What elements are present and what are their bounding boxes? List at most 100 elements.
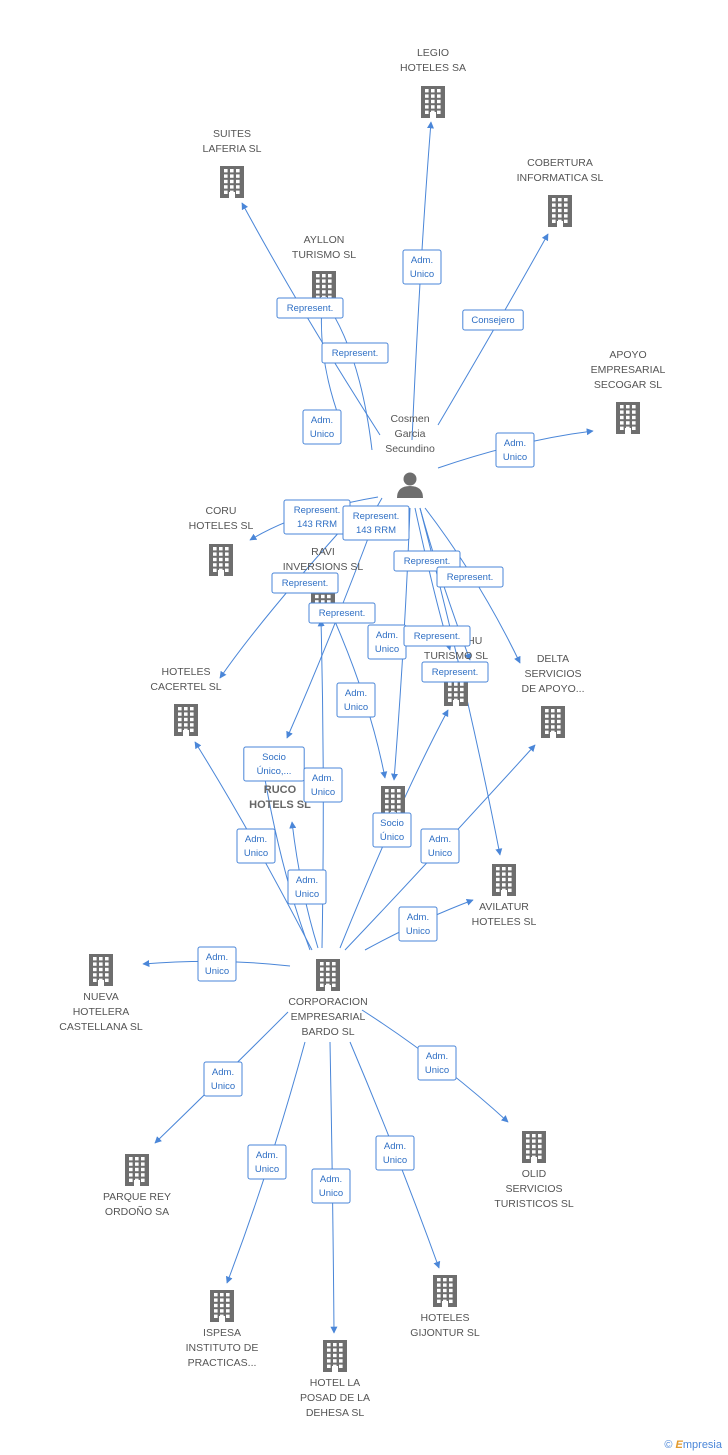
edge-label-cosmen-ruco[interactable]: Represent. [308, 602, 376, 624]
node-label: SECOGAR SL [594, 379, 662, 391]
edge-label-text: Unico [344, 702, 368, 713]
edge-label-box [417, 1045, 457, 1081]
node-label: POSAD DE LA [300, 1392, 370, 1404]
edge-labels-layer: Adm.UnicoConsejeroRepresent.Represent.Ad… [197, 249, 535, 1204]
building-icon [89, 954, 113, 986]
edge-label-cosmen-delta[interactable]: Represent. [436, 566, 504, 588]
node-label: SERVICIOS [525, 668, 582, 680]
edge-label-box [336, 682, 376, 718]
edge-label-bardo-delta[interactable]: Adm.Unico [420, 828, 460, 864]
node-label: COBERTURA [527, 157, 593, 169]
edge-label-cosmen-avilatur[interactable]: Represent. [403, 625, 471, 647]
edge-label-cosmen-cachu[interactable]: Represent. [393, 550, 461, 572]
node-cacertel[interactable]: HOTELES CACERTEL SL [150, 666, 222, 736]
edge-label-box [236, 828, 276, 864]
edge-label-cosmen-lic[interactable]: Adm.Unico [367, 624, 407, 660]
edge-label-bardo-ravi[interactable]: Adm.Unico [303, 767, 343, 803]
edge-label-box [462, 309, 524, 331]
edge-label-box [342, 505, 410, 541]
node-label: LAFERIA SL [203, 143, 262, 155]
edge-label-bardo-ruco[interactable]: Adm.Unico [287, 869, 327, 905]
node-label: HOTELES [161, 666, 210, 678]
node-label: CACERTEL SL [150, 681, 221, 693]
building-icon [210, 1290, 234, 1322]
edge-label-cosmen-cacertel[interactable]: Represent. [271, 572, 339, 594]
edge-label-cosmen-coru[interactable]: Represent.143 RRM [283, 499, 351, 535]
node-label: AVILATUR [479, 901, 529, 913]
edge-label-bardo-olid[interactable]: Adm.Unico [417, 1045, 457, 1081]
edge-label-cosmen-suites[interactable]: Represent. [276, 297, 344, 319]
edge-label-cosmen-lic[interactable]: Adm. Unico [336, 682, 376, 718]
edge-label-box [375, 1135, 415, 1171]
edge-label-text: Adm. [245, 834, 267, 845]
edge-label-text: Adm. [504, 438, 526, 449]
edge-label-cosmen-apoyo[interactable]: Adm.Unico [495, 432, 535, 468]
building-icon [421, 86, 445, 118]
edge-label-bardo-avilatur[interactable]: Adm.Unico [398, 906, 438, 942]
node-label: Secundino [385, 443, 435, 455]
edge-label-text: Represent. [332, 348, 378, 359]
edge-label-cosmen-cobertura[interactable]: Consejero [462, 309, 524, 331]
edge-label-text: Represent. [432, 667, 478, 678]
edge-label-text: Adm. [320, 1174, 342, 1185]
edge-label-cosmen-ayllon[interactable]: Adm. Unico [302, 409, 342, 445]
edge-label-cosmen-ayllon[interactable]: Represent. [321, 342, 389, 364]
node-label: HOTELES SL [189, 520, 254, 532]
edge-label-text: Adm. [407, 912, 429, 923]
edge-label-bardo-ruco[interactable]: SocioÚnico,... [243, 746, 305, 782]
edge-label-bardo-cacertel[interactable]: Adm. Unico [236, 828, 276, 864]
node-label: OLID [522, 1168, 547, 1180]
building-icon [492, 864, 516, 896]
edge-label-text: Adm. [311, 415, 333, 426]
edge-label-cosmen-ravi[interactable]: Represent.143 RRM [342, 505, 410, 541]
edge-label-text: Unico [383, 1155, 407, 1166]
edge-label-text: Represent. [282, 578, 328, 589]
edge-label-text: 143 RRM [297, 519, 337, 530]
edge-label-text: Represent. [447, 572, 493, 583]
edge-label-bardo-ispesa[interactable]: Adm.Unico [247, 1144, 287, 1180]
edge-label-box [303, 767, 343, 803]
edge-label-cosmen-legio[interactable]: Adm.Unico [402, 249, 442, 285]
edge-label-box [271, 572, 339, 594]
node-cobertura[interactable]: COBERTURA INFORMATICA SL [517, 157, 604, 227]
edge-label-bardo-posada[interactable]: Adm.Unico [311, 1168, 351, 1204]
edge-label-text: Adm. [345, 688, 367, 699]
edge-label-text: Unico [428, 848, 452, 859]
edge-label-text: Socio [380, 818, 404, 829]
edge-label-text: Unico [425, 1065, 449, 1076]
node-label: ISPESA [203, 1327, 241, 1339]
edge-label-bardo-gijontur[interactable]: Adm.Unico [375, 1135, 415, 1171]
edge-label-text: Represent. [404, 556, 450, 567]
edge-label-cosmen-cachu[interactable]: Represent. [421, 661, 489, 683]
node-label: LEGIO [417, 47, 449, 59]
edge-label-bardo-nueva[interactable]: Adm.Unico [197, 946, 237, 982]
node-label: GIJONTUR SL [410, 1327, 480, 1339]
edge-label-text: Adm. [312, 773, 334, 784]
node-label: Garcia [395, 428, 426, 440]
edge-label-text: Unico [244, 848, 268, 859]
node-label: PRACTICAS... [188, 1357, 257, 1369]
node-label: INFORMATICA SL [517, 172, 604, 184]
edge-label-text: Represent. [414, 631, 460, 642]
edge-label-text: Unico [310, 429, 334, 440]
edge-label-bardo-parque[interactable]: Adm.Unico [203, 1061, 243, 1097]
edge-label-box [247, 1144, 287, 1180]
